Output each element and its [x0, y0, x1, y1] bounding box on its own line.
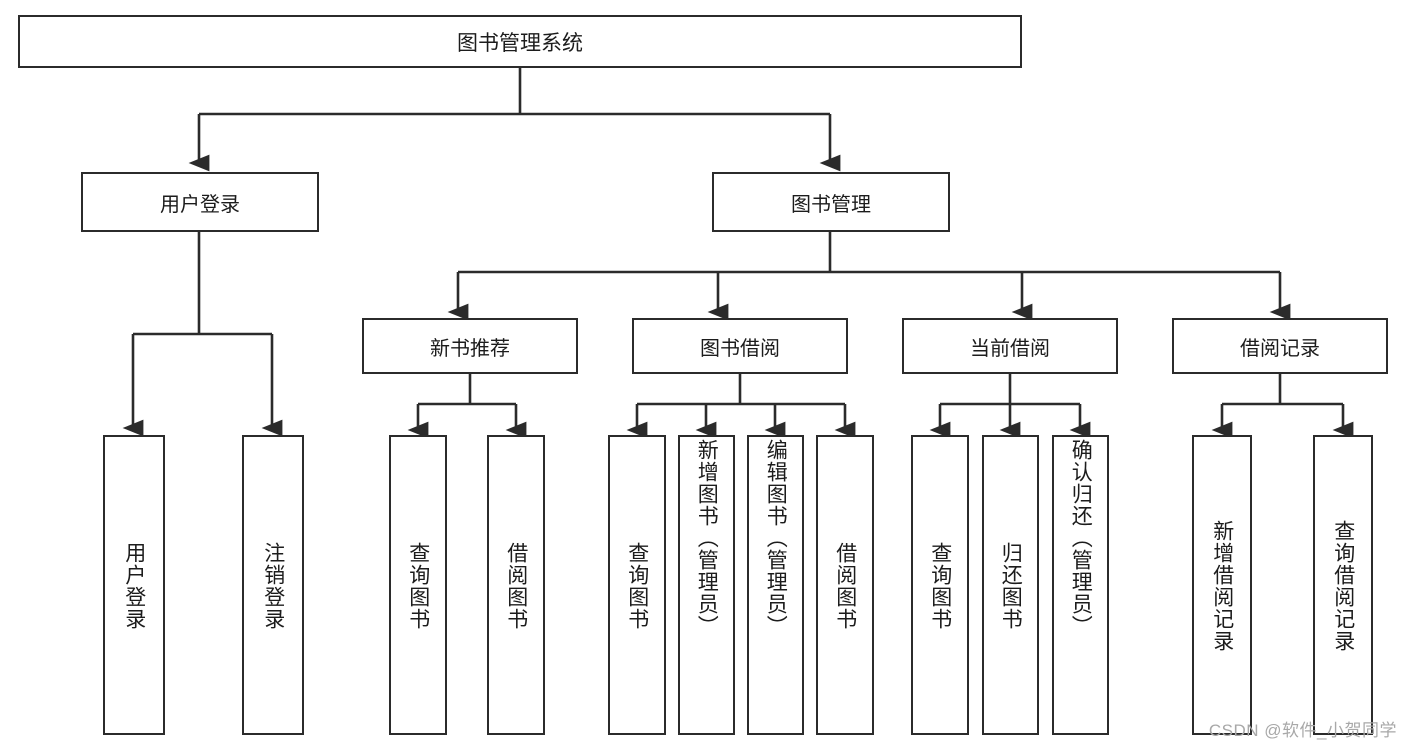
- node-book-management-label: 图书管理: [791, 193, 871, 216]
- node-current-borrow-label: 当前借阅: [970, 337, 1050, 360]
- node-leaf-logout[interactable]: 注销登录: [242, 435, 304, 735]
- node-root-label: 图书管理系统: [457, 31, 583, 55]
- node-leaf-query-borrow-record[interactable]: 查询借阅记录: [1313, 435, 1373, 735]
- node-book-borrow[interactable]: 图书借阅: [632, 318, 848, 374]
- node-leaf-query-book-2[interactable]: 查询图书: [608, 435, 666, 735]
- node-new-book-recommend[interactable]: 新书推荐: [362, 318, 578, 374]
- node-borrow-record[interactable]: 借阅记录: [1172, 318, 1388, 374]
- node-leaf-add-book-admin[interactable]: 新增图书（管理员）: [678, 435, 735, 735]
- node-leaf-borrow-book-1[interactable]: 借阅图书: [487, 435, 545, 735]
- node-leaf-edit-book-admin[interactable]: 编辑图书（管理员）: [747, 435, 804, 735]
- node-user-login-label: 用户登录: [160, 193, 240, 216]
- node-leaf-label: 新增图书（管理员）: [695, 439, 719, 637]
- node-leaf-return-book[interactable]: 归还图书: [982, 435, 1039, 735]
- node-leaf-label: 新增借阅记录: [1210, 520, 1234, 652]
- node-leaf-label: 查询图书: [406, 542, 430, 630]
- node-borrow-record-label: 借阅记录: [1240, 337, 1320, 360]
- node-leaf-label: 查询图书: [928, 542, 952, 630]
- node-leaf-label: 查询借阅记录: [1331, 520, 1355, 652]
- node-leaf-query-book-3[interactable]: 查询图书: [911, 435, 969, 735]
- node-leaf-label: 用户登录: [122, 542, 146, 630]
- node-leaf-label: 查询图书: [625, 542, 649, 630]
- node-user-login[interactable]: 用户登录: [81, 172, 319, 232]
- node-leaf-label: 编辑图书（管理员）: [764, 439, 788, 637]
- node-new-book-recommend-label: 新书推荐: [430, 337, 510, 360]
- node-leaf-user-login[interactable]: 用户登录: [103, 435, 165, 735]
- node-book-borrow-label: 图书借阅: [700, 337, 780, 360]
- node-leaf-label: 确认归还（管理员）: [1069, 439, 1093, 637]
- node-leaf-label: 借阅图书: [504, 542, 528, 630]
- node-leaf-add-borrow-record[interactable]: 新增借阅记录: [1192, 435, 1252, 735]
- watermark: CSDN @软件_小贺同学: [1208, 721, 1397, 740]
- node-leaf-confirm-return-admin[interactable]: 确认归还（管理员）: [1052, 435, 1109, 735]
- node-leaf-borrow-book-2[interactable]: 借阅图书: [816, 435, 874, 735]
- node-leaf-label: 归还图书: [999, 542, 1023, 630]
- node-book-management[interactable]: 图书管理: [712, 172, 950, 232]
- node-leaf-label: 借阅图书: [833, 542, 857, 630]
- node-root[interactable]: 图书管理系统: [18, 15, 1022, 68]
- node-current-borrow[interactable]: 当前借阅: [902, 318, 1118, 374]
- node-leaf-label: 注销登录: [261, 542, 285, 630]
- node-leaf-query-book-1[interactable]: 查询图书: [389, 435, 447, 735]
